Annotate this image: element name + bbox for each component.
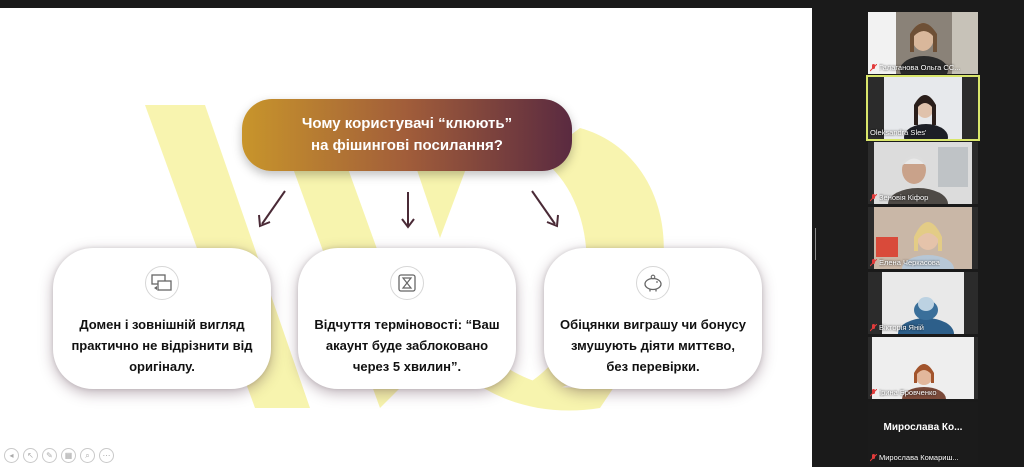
zoom-icon[interactable]: ⌕ [80,448,95,463]
mic-muted-icon [870,453,877,461]
piggy-bank-icon [636,266,670,300]
arrow-right-icon [531,190,559,228]
transfer-screens-icon [145,266,179,300]
participant-tile[interactable]: Вікторія Яній [868,272,978,334]
panel-splitter[interactable] [815,228,818,260]
info-card-domain: Домен і зовнішній вигляд практично не ві… [53,248,271,389]
slide-title-line2: на фішингові посилання? [311,137,503,154]
slide-title-pill: Чому користувачі “клюють” на фішингові п… [242,99,572,171]
participant-name: Oleksandra Sles' [870,128,927,137]
participant-video [868,337,978,399]
participant-video [868,12,978,74]
mic-muted-icon [870,63,877,71]
participant-tile[interactable]: Елена Черкасова [868,207,978,269]
mic-muted-icon [870,193,877,201]
slide-title-line1: Чому користувачі “клюють” [301,115,513,132]
participant-tile-active-speaker[interactable]: Oleksandra Sles' [866,75,980,141]
watermark-logo [145,105,664,411]
participant-name: Елена Черкасова [879,258,940,267]
arrow-down-icon [401,192,415,229]
participant-display-name: Мирослава Ко... [883,422,963,433]
participant-video [868,142,978,204]
card-text: Обіцянки виграшу чи бонусу змушують діят… [560,317,746,374]
participant-video [868,272,978,334]
participant-name: Мирослава Комариш... [879,453,959,462]
shared-slide: Чому користувачі “клюють” на фішингові п… [0,8,812,467]
participant-video [868,77,978,139]
hourglass-icon [390,266,424,300]
participant-tile[interactable]: Зеновія Кіфор [868,142,978,204]
mic-muted-icon [870,258,877,266]
card-text: Домен і зовнішній вигляд практично не ві… [71,317,253,374]
participant-tile[interactable]: Мирослава Ко... Мирослава Комариш... [868,402,978,464]
arrow-left-icon [258,190,286,228]
participant-name: Ірина Бровченко [879,388,937,397]
participant-name: Зеновія Кіфор [879,193,929,202]
card-text: Відчуття терміновості: “Ваш акаунт буде … [314,317,500,374]
more-icon[interactable]: ⋯ [99,448,114,463]
participant-tile[interactable]: Ірина Бровченко [868,337,978,399]
participant-tile[interactable]: Галаганова Ольга СС... [868,12,978,74]
info-card-prize: Обіцянки виграшу чи бонусу змушують діят… [544,248,762,389]
slideshow-toolbar: ◂ ↖ ✎ ▦ ⌕ ⋯ [4,448,114,463]
slides-icon[interactable]: ▦ [61,448,76,463]
pen-icon[interactable]: ✎ [42,448,57,463]
participant-name: Вікторія Яній [879,323,924,332]
mic-muted-icon [870,388,877,396]
previous-icon[interactable]: ◂ [4,448,19,463]
info-card-urgency: Відчуття терміновості: “Ваш акаунт буде … [298,248,516,389]
mic-muted-icon [870,323,877,331]
participant-name: Галаганова Ольга СС... [879,63,961,72]
pointer-icon[interactable]: ↖ [23,448,38,463]
participant-video [868,207,978,269]
